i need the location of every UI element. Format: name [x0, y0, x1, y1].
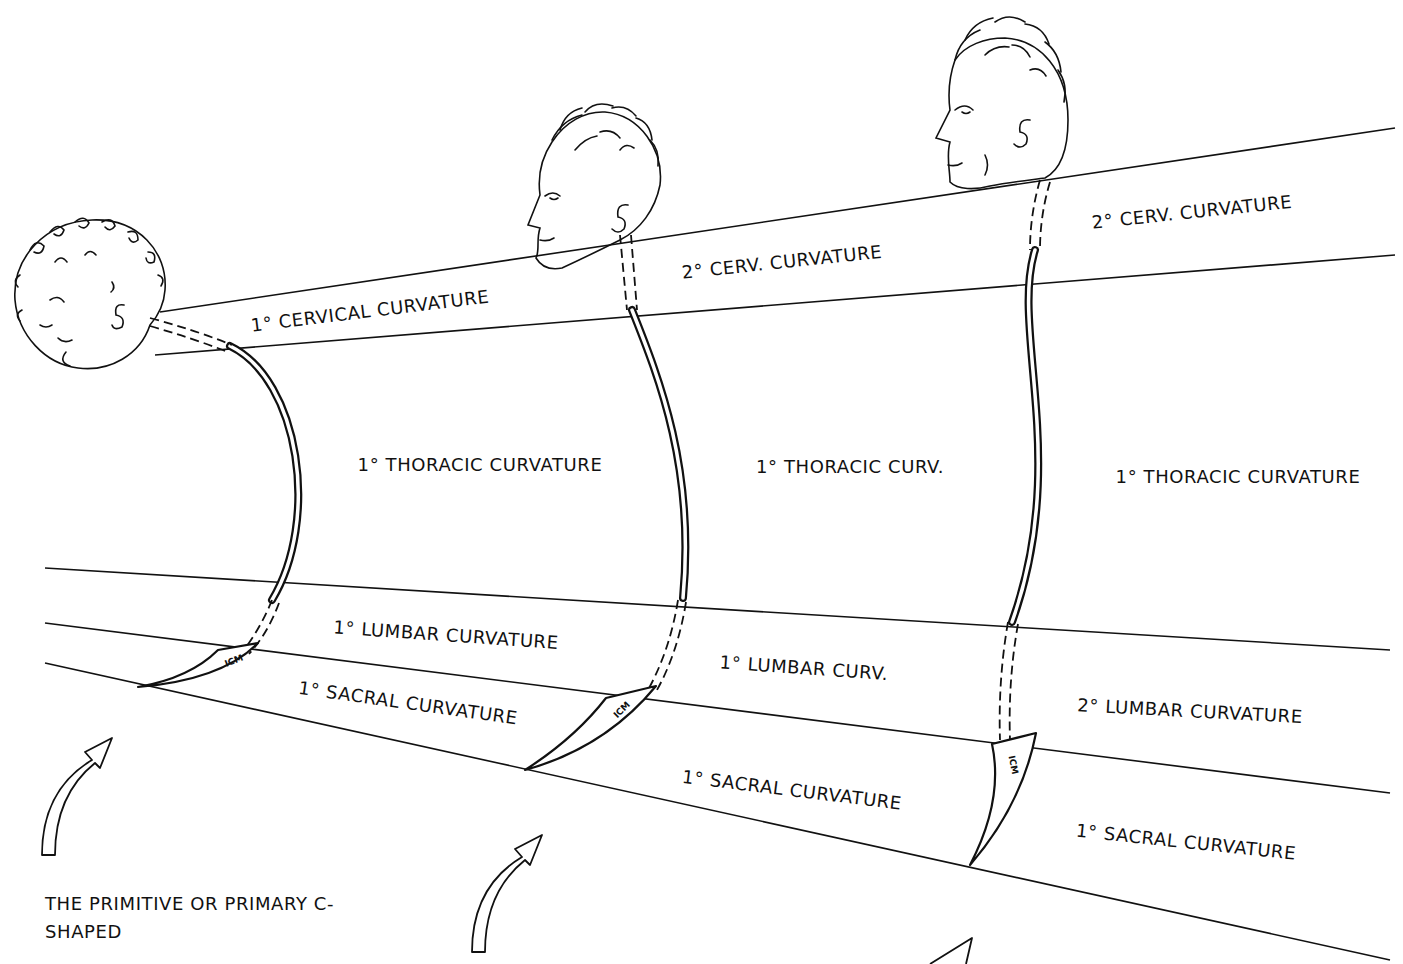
infant-head-part [112, 305, 124, 329]
spine-dashed-part [150, 326, 228, 352]
curvature-label: 1° LUMBAR CURV. [719, 651, 889, 684]
child-head-part [612, 107, 636, 116]
infant-head-part [40, 325, 52, 327]
infant-head-part [158, 275, 163, 286]
adult-head-part [948, 163, 962, 166]
child-head-part [636, 118, 652, 140]
curvature-label: 1° SACRAL CURVATURE [681, 766, 903, 814]
child-head [528, 104, 660, 269]
child-head-part [540, 238, 554, 241]
child-head-part [575, 136, 597, 150]
child-head-part [552, 115, 582, 140]
adult-head-part [965, 18, 993, 40]
pointer-arrows [42, 738, 972, 964]
child-head-part [528, 112, 660, 269]
spine-dashed-part [657, 602, 686, 690]
spine-solid-part [632, 310, 685, 598]
infant-head-part [85, 252, 96, 256]
adult-head [936, 17, 1068, 189]
infant-head-part [15, 220, 165, 369]
caption-note: THE PRIMITIVE OR PRIMARY C-SHAPED [45, 890, 365, 946]
infant-head-part [63, 352, 70, 366]
bone-tag: ICM [611, 699, 632, 720]
adult-head-part [995, 17, 1025, 22]
spine-solid-part [1012, 250, 1038, 622]
adult-head-part [1030, 69, 1046, 76]
pointer-arrows-part [472, 835, 542, 952]
band-lines-part [160, 128, 1395, 312]
infant-head-part [15, 275, 20, 287]
child-head-part [550, 198, 558, 200]
infant-head-part [111, 282, 114, 292]
infant-head-part [58, 338, 72, 342]
curvature-label: 2° CERV. CURVATURE [681, 241, 883, 284]
curvature-label: 1° THORACIC CURV. [756, 456, 944, 478]
infant-head-part [50, 297, 64, 302]
infant-head-part [146, 252, 155, 263]
spine-dashed-part [1030, 180, 1040, 250]
curvature-label: 1° SACRAL CURVATURE [1075, 820, 1297, 865]
child-head-part [620, 145, 634, 150]
adult-head-part [955, 106, 973, 110]
spine-dashed [150, 180, 1050, 740]
spine-dashed-part [1040, 182, 1050, 250]
curvature-label: 1° SACRAL CURVATURE [297, 677, 519, 729]
spine-dashed-part [631, 235, 637, 310]
spine-dashed-part [150, 318, 232, 345]
infant-head-part [55, 258, 67, 262]
adult-head-part [1025, 24, 1049, 44]
child-head-part [600, 131, 620, 138]
adult-head-part [1045, 42, 1061, 72]
spine-dashed-part [1010, 624, 1018, 740]
adult-head-part [962, 112, 970, 114]
curvature-label: 2° LUMBAR CURVATURE [1077, 694, 1304, 727]
curvature-label: 2° CERV. CURVATURE [1091, 191, 1293, 234]
spine-dashed-part [620, 235, 627, 310]
curvature-label: 1° THORACIC CURVATURE [1116, 466, 1361, 488]
adult-head-part [1012, 45, 1030, 57]
infant-head-part [128, 231, 138, 242]
curvature-label: 1° LUMBAR CURVATURE [333, 616, 560, 653]
spine-solid [230, 250, 1038, 622]
adult-head-part [985, 155, 988, 175]
infant-head-part [30, 243, 44, 253]
sacrum-wedges [138, 643, 1036, 865]
band-lines-part [45, 568, 1390, 650]
child-head-part [560, 108, 582, 130]
infant-head-part [75, 218, 89, 228]
infant-head-part [50, 226, 64, 235]
adult-head-part [1058, 70, 1065, 102]
adult-head-part [985, 47, 1009, 55]
band-lines-part [45, 663, 1390, 960]
sacrum-wedges-part [138, 643, 258, 687]
pointer-arrows-part [42, 738, 112, 855]
child-head-part [650, 140, 658, 166]
bone-tag: ICM [223, 652, 245, 669]
adult-head-part [936, 38, 1068, 189]
spine-solid-part [1012, 250, 1038, 622]
child-head-part [585, 104, 613, 112]
sacrum-wedges-part [970, 733, 1036, 865]
spine-dashed-part [1000, 622, 1008, 740]
child-head-part [612, 205, 628, 232]
pointer-arrows-part [930, 938, 972, 964]
band-lines [45, 128, 1395, 960]
spine-solid-part [632, 310, 685, 598]
adult-head-part [1014, 120, 1030, 147]
child-head-part [545, 193, 560, 196]
curvature-label: 1° CERVICAL CURVATURE [250, 286, 491, 337]
sacrum-wedges-part [525, 686, 656, 770]
bone-tag: ICM [1006, 755, 1020, 776]
infant-head-part [17, 310, 22, 321]
curvature-label: 1° THORACIC CURVATURE [358, 454, 603, 476]
infant-head [15, 218, 165, 368]
infant-head-part [102, 220, 115, 230]
spine-solid-part [230, 346, 298, 600]
spine-solid-part [230, 346, 298, 600]
